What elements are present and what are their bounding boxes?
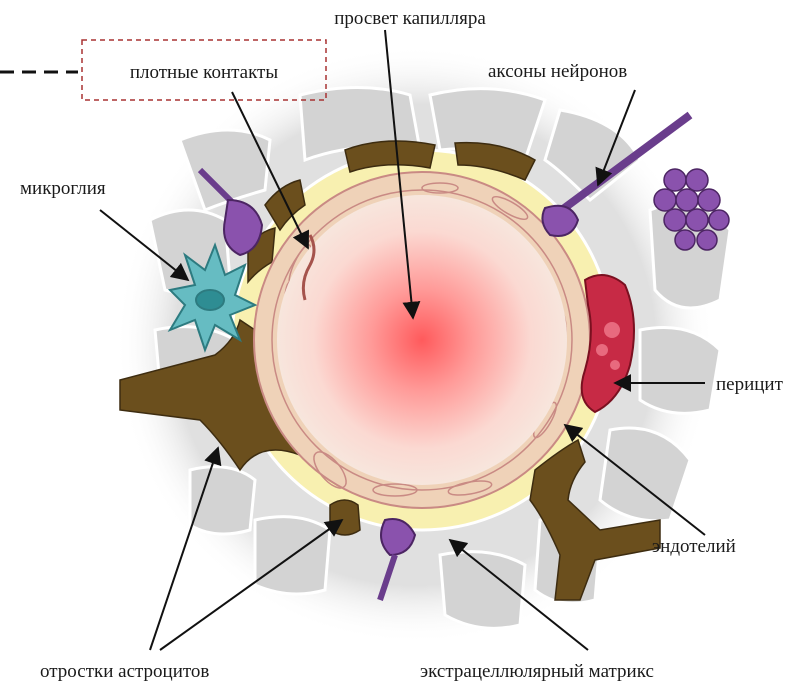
label-axons: аксоны нейронов — [488, 61, 627, 82]
label-astrocyte-processes: отростки астроцитов — [40, 661, 209, 682]
label-endothelium: эндотелий — [652, 536, 736, 557]
label-extracellular-matrix: экстрацеллюлярный матрикс — [420, 661, 654, 682]
label-tight-junctions: плотные контакты — [130, 62, 279, 83]
label-lumen: просвет капилляра — [334, 8, 486, 29]
label-microglia: микроглия — [20, 178, 106, 199]
capillary-lumen — [277, 195, 567, 485]
label-pericyte: перицит — [716, 374, 784, 395]
